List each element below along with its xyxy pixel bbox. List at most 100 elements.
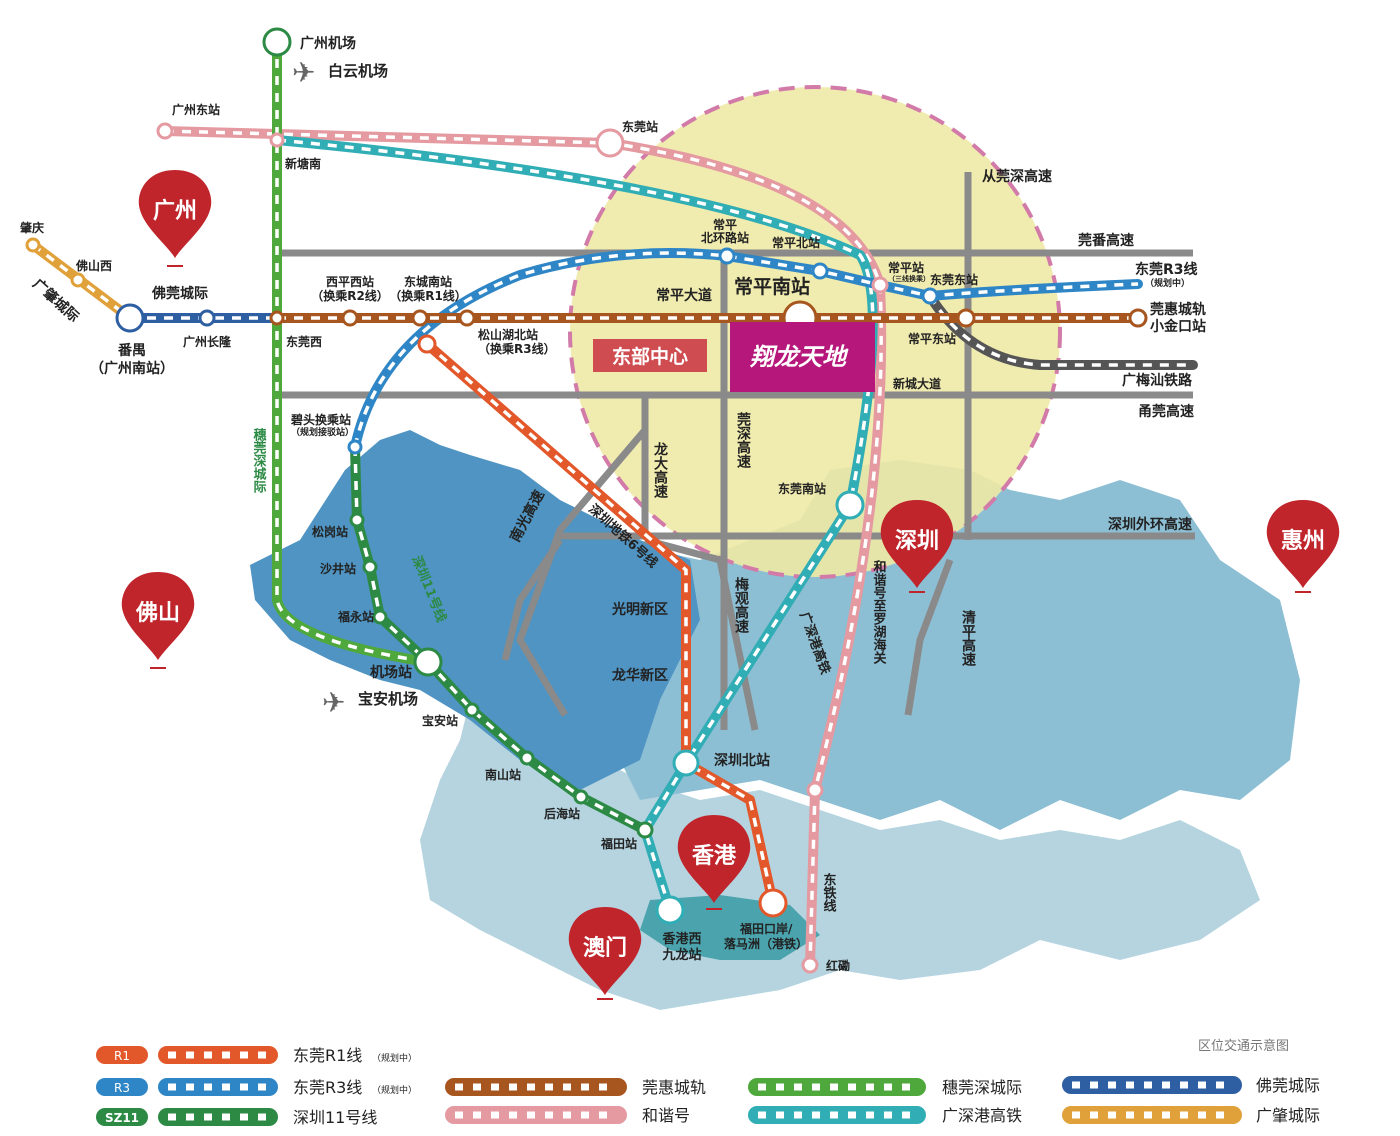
svg-text:（规划中）: （规划中） — [1145, 277, 1190, 289]
svg-text:香港: 香港 — [692, 844, 737, 869]
station-nanshan[interactable] — [519, 750, 535, 766]
svg-text:甬莞高速: 甬莞高速 — [1138, 403, 1194, 420]
svg-text:肇庆: 肇庆 — [20, 220, 44, 235]
legend-item-hexie: 和谐号 — [445, 1106, 690, 1125]
svg-text:常平北站: 常平北站 — [772, 235, 820, 250]
suiguanshen-line-dash — [275, 42, 429, 664]
station-shajing[interactable] — [362, 559, 378, 575]
svg-text:小金口站: 小金口站 — [1150, 318, 1206, 335]
hexie-line-dash — [164, 129, 883, 966]
svg-text:（规划接驳站）: （规划接驳站） — [291, 426, 354, 438]
station-houhai[interactable] — [573, 789, 589, 805]
svg-text:光明新区: 光明新区 — [611, 601, 668, 618]
svg-text:常平: 常平 — [713, 217, 737, 232]
svg-text:（换乘R3线）: （换乘R3线） — [478, 341, 556, 356]
station-futian-port[interactable] — [758, 888, 788, 918]
station-panyu[interactable] — [115, 303, 145, 333]
svg-text:新塘南: 新塘南 — [285, 156, 321, 171]
station-hk-west-kowloon[interactable] — [655, 895, 685, 925]
svg-text:澳门: 澳门 — [583, 935, 627, 961]
svg-text:广州长隆: 广州长隆 — [183, 334, 232, 349]
svg-text:龙华新区: 龙华新区 — [611, 667, 668, 684]
eastern-center-label: 东部中心 — [612, 345, 688, 368]
roads — [282, 172, 1195, 731]
svg-text:（三线换乘）: （三线换乘） — [888, 274, 930, 283]
svg-text:福永站: 福永站 — [337, 609, 374, 624]
station-dongguan[interactable] — [595, 128, 625, 158]
guangshengang-line-dash — [276, 138, 875, 911]
legend-item-foguan: 佛莞城际 — [1062, 1076, 1320, 1095]
station-r1-start[interactable] — [417, 334, 437, 354]
station-dongchengnan[interactable] — [411, 309, 429, 327]
station-gz-east[interactable] — [156, 122, 174, 140]
station-songgang[interactable] — [349, 512, 365, 528]
svg-text:龙大高速: 龙大高速 — [652, 441, 669, 499]
balloon-guangzhou[interactable]: 广州 — [138, 170, 212, 267]
svg-text:穗莞深城际: 穗莞深城际 — [251, 427, 267, 494]
svg-text:R3: R3 — [114, 1081, 130, 1095]
legend-item-suiguanshen: 穗莞深城际 — [748, 1078, 1022, 1097]
balloon-macau[interactable]: 澳门 — [568, 907, 642, 1000]
svg-text:（换乘R2线）: （换乘R2线） — [311, 288, 389, 303]
station-futian[interactable] — [636, 821, 654, 839]
svg-text:东莞R3线: 东莞R3线 — [1135, 261, 1198, 278]
project-name: 翔龙天地 — [749, 342, 849, 371]
station-xintangnan[interactable] — [269, 132, 285, 148]
svg-text:莞番高速: 莞番高速 — [1078, 232, 1134, 249]
station-dongguan-west[interactable] — [269, 310, 285, 326]
station-gz-changlong[interactable] — [198, 309, 216, 327]
station-airport[interactable] — [413, 647, 443, 677]
svg-text:东莞西: 东莞西 — [286, 334, 322, 349]
balloon-shenzhen[interactable]: 深圳 — [880, 500, 954, 593]
svg-text:广梅汕铁路: 广梅汕铁路 — [1122, 372, 1193, 389]
svg-text:梅观高速: 梅观高速 — [733, 576, 749, 634]
svg-text:番禺: 番禺 — [117, 342, 146, 359]
svg-text:深圳: 深圳 — [895, 529, 939, 554]
svg-text:松山湖北站: 松山湖北站 — [478, 327, 538, 342]
station-xipingxi[interactable] — [341, 309, 359, 327]
station-changping-north[interactable] — [811, 262, 829, 280]
svg-text:广深港高铁: 广深港高铁 — [942, 1106, 1022, 1125]
station-xiaojinkou[interactable] — [1128, 308, 1148, 328]
balloon-huizhou[interactable]: 惠州 — [1266, 500, 1340, 593]
station-sz-north[interactable] — [672, 749, 700, 777]
svg-text:常平站: 常平站 — [888, 260, 924, 275]
svg-text:香港西: 香港西 — [661, 931, 701, 947]
station-bitou[interactable] — [347, 439, 363, 455]
station-zhaoqing[interactable] — [25, 237, 41, 253]
balloon-hongkong[interactable]: 香港 — [677, 815, 751, 910]
r3-line-dash — [353, 251, 1139, 448]
station-east-rail-mid[interactable] — [806, 781, 824, 799]
stations — [25, 27, 1148, 974]
station-gz-airport[interactable] — [262, 27, 292, 57]
svg-text:广州东站: 广州东站 — [172, 102, 220, 117]
station-changping-bh[interactable] — [718, 247, 736, 265]
station-fuyong[interactable] — [372, 609, 388, 625]
station-foshan-west[interactable] — [70, 272, 86, 288]
svg-text:从莞深高速: 从莞深高速 — [982, 168, 1052, 185]
svg-text:机场站: 机场站 — [370, 664, 412, 681]
project-block[interactable] — [730, 322, 875, 392]
legend-item-r3: R3 东莞R3线 （规划中） — [96, 1078, 417, 1097]
svg-text:北环路站: 北环路站 — [701, 230, 749, 245]
station-dongguan-south[interactable] — [835, 490, 865, 520]
svg-text:宝安站: 宝安站 — [422, 713, 458, 728]
station-dongguan-east[interactable] — [921, 287, 939, 305]
station-songshanhu[interactable] — [458, 309, 476, 327]
station-changping-east[interactable] — [956, 308, 976, 328]
station-changping[interactable] — [871, 276, 889, 294]
station-baoan[interactable] — [464, 702, 480, 718]
svg-text:西平西站: 西平西站 — [326, 274, 374, 289]
balloon-foshan[interactable]: 佛山 — [121, 572, 195, 669]
svg-text:佛山西: 佛山西 — [75, 258, 112, 273]
station-hunghom[interactable] — [801, 956, 819, 974]
svg-text:常平南站: 常平南站 — [734, 275, 810, 298]
legend-item-r1: R1 东莞R1线 （规划中） — [96, 1046, 417, 1065]
svg-text:福田站: 福田站 — [600, 836, 637, 851]
legend: 区位交通示意图 R1 东莞R1线 （规划中） R3 东莞R3线 （规划中） SZ… — [96, 1038, 1320, 1127]
city-balloons: 广州 佛山 深圳 惠州 香港 澳门 — [121, 170, 1340, 1000]
svg-text:新城大道: 新城大道 — [893, 376, 941, 391]
svg-text:（规划中）: （规划中） — [372, 1052, 417, 1064]
guangmeishan-railway-dash — [928, 295, 1193, 367]
svg-text:深圳11号线: 深圳11号线 — [293, 1108, 377, 1127]
